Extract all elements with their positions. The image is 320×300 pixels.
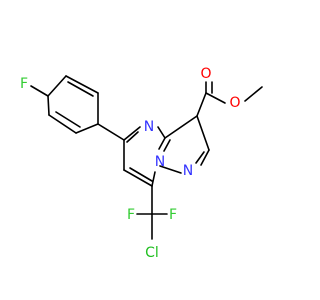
bonds bbox=[30, 75, 263, 240]
bond bbox=[129, 167, 153, 182]
bond bbox=[65, 75, 99, 94]
bond bbox=[158, 137, 166, 150]
bond bbox=[75, 123, 99, 134]
fluorine-right-label: F bbox=[169, 207, 177, 223]
bond bbox=[55, 111, 81, 128]
molecule-canvas: O O N N N F F F Cl bbox=[20, 66, 263, 261]
bond bbox=[126, 131, 139, 143]
bond bbox=[164, 115, 198, 139]
fluorine-left-label: F bbox=[127, 207, 135, 223]
structure-diagram: O O N N N F F F Cl bbox=[20, 66, 263, 261]
bond bbox=[200, 149, 210, 166]
bond bbox=[195, 151, 205, 164]
bond bbox=[67, 81, 94, 97]
bond bbox=[205, 92, 226, 104]
bond bbox=[163, 139, 171, 152]
bond bbox=[159, 165, 182, 174]
bond bbox=[30, 85, 49, 97]
atom-labels: O O N N N F F F Cl bbox=[20, 66, 241, 261]
bond bbox=[123, 169, 153, 187]
chlorine-label: Cl bbox=[145, 245, 159, 261]
nitrogen-pyrazole-label: N bbox=[183, 163, 193, 179]
oxygen-ether-label: O bbox=[229, 95, 240, 111]
bond bbox=[47, 75, 67, 97]
bond bbox=[244, 86, 263, 102]
bond bbox=[48, 114, 77, 134]
fluorine-aryl-label: F bbox=[20, 76, 28, 92]
bond bbox=[196, 115, 210, 151]
oxygen-carbonyl-label: O bbox=[200, 66, 211, 82]
nitrogen-bridge-label: N bbox=[155, 154, 165, 170]
bond bbox=[123, 126, 141, 141]
bond bbox=[157, 126, 166, 139]
bond bbox=[196, 92, 207, 117]
bond bbox=[97, 123, 125, 141]
bond bbox=[47, 95, 50, 116]
nitrogen-ring-label: N bbox=[144, 119, 154, 135]
bond bbox=[151, 171, 156, 187]
